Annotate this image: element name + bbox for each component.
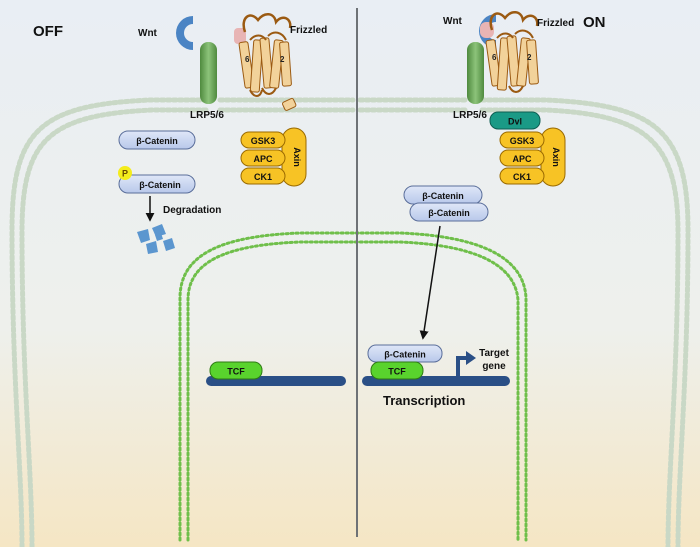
gsk3-label-off: GSK3 xyxy=(251,136,276,146)
target-gene-label-line2: gene xyxy=(482,361,506,372)
svg-text:6: 6 xyxy=(245,55,250,64)
gsk3-label-on: GSK3 xyxy=(510,136,535,146)
tcf-off xyxy=(209,361,263,380)
tcf-on-label: TCF xyxy=(388,367,406,377)
degradation-fragments-icon xyxy=(137,224,175,254)
beta-catenin-off xyxy=(118,130,196,150)
frizzled-label-off: Frizzled xyxy=(290,25,327,36)
transcription-start-arrow xyxy=(456,356,468,376)
nuclear-membrane xyxy=(178,231,528,542)
apc-block-off xyxy=(240,149,286,167)
beta-catenin-on-1-label: β-Catenin xyxy=(422,191,464,201)
gsk3-block-off xyxy=(240,131,286,149)
lrp-receptor-off xyxy=(200,42,217,104)
target-gene-label-line1: Target xyxy=(479,348,509,359)
dvl-label: Dvl xyxy=(508,117,522,127)
svg-text:2: 2 xyxy=(527,53,532,62)
apc-label-on: APC xyxy=(512,154,532,164)
lrp-label-off: LRP5/6 xyxy=(190,110,224,121)
svg-text:6: 6 xyxy=(492,53,497,62)
dvl-protein xyxy=(489,111,541,130)
ck1-block-off xyxy=(240,167,286,185)
destruction-complex-off xyxy=(240,127,307,187)
nuclear-beta-catenin-label: β-Catenin xyxy=(384,350,426,360)
axin-label-off: Axin xyxy=(292,147,302,167)
on-state-label: ON xyxy=(583,14,606,31)
destruction-complex-on xyxy=(499,127,566,187)
beta-catenin-on-2 xyxy=(409,202,489,222)
beta-catenin-on-2-label: β-Catenin xyxy=(428,208,470,218)
phosphate-badge xyxy=(118,166,132,180)
svg-text:2: 2 xyxy=(280,55,285,64)
ck1-block-on xyxy=(499,167,545,185)
tcf-on xyxy=(370,361,424,380)
wnt-ligand-off-icon xyxy=(176,16,193,50)
wnt-label-on: Wnt xyxy=(443,16,463,27)
apc-block-on xyxy=(499,149,545,167)
cell-membrane xyxy=(9,97,691,547)
nuclear-translocation-arrow xyxy=(419,225,441,340)
off-state-label: OFF xyxy=(33,23,63,40)
gsk3-block-on xyxy=(499,131,545,149)
ck1-label-off: CK1 xyxy=(254,172,272,182)
phospho-beta-catenin xyxy=(118,174,196,194)
ck1-label-on: CK1 xyxy=(513,172,531,182)
frizzled-label-on: Frizzled xyxy=(537,18,574,29)
axin-label-on: Axin xyxy=(551,147,561,167)
apc-label-off: APC xyxy=(253,154,273,164)
tcf-off-label: TCF xyxy=(227,367,245,377)
phosphate-label: P xyxy=(122,169,128,179)
lrp-receptor-on xyxy=(467,42,484,104)
frizzled-receptor-off: 6 2 xyxy=(234,13,297,111)
phospho-beta-catenin-label: β-Catenin xyxy=(139,180,181,190)
beta-catenin-off-label: β-Catenin xyxy=(136,136,178,146)
frizzled-receptor-on: 6 2 xyxy=(485,11,539,93)
transcription-arrowhead-icon xyxy=(466,351,476,365)
degradation-label: Degradation xyxy=(163,205,221,216)
wnt-label-off: Wnt xyxy=(138,28,158,39)
lrp-label-on: LRP5/6 xyxy=(453,110,487,121)
transcription-label: Transcription xyxy=(383,393,465,408)
